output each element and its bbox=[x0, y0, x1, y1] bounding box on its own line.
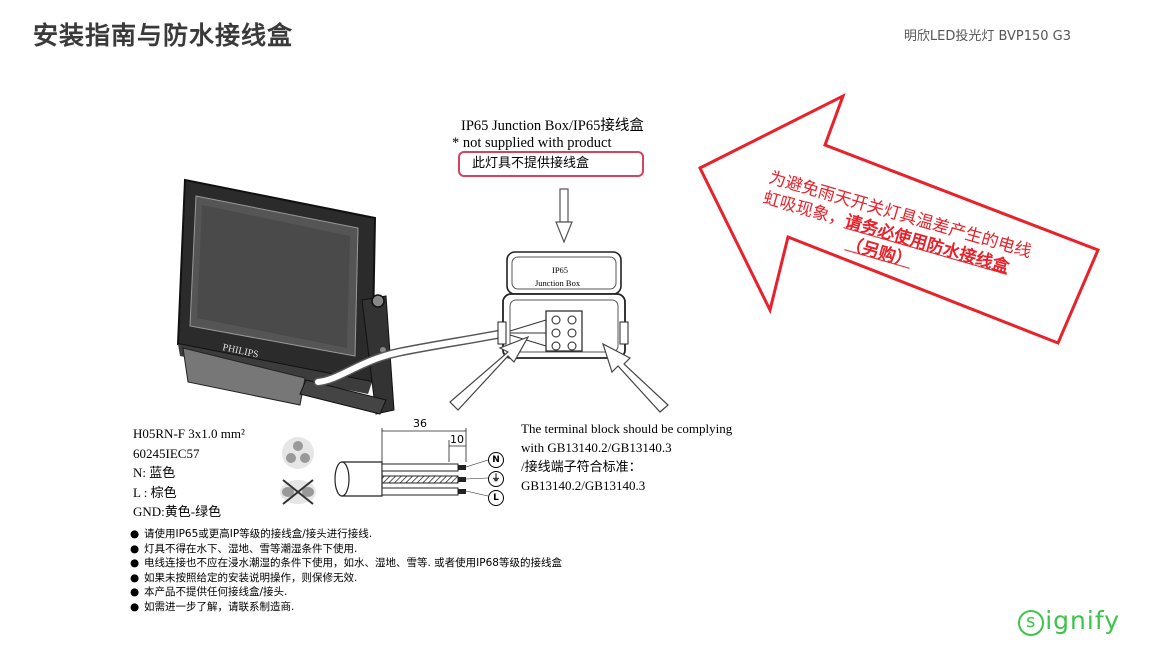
note-text: 请使用IP65或更高IP等级的接线盒/接头进行接线. bbox=[144, 528, 373, 540]
dimension-10: 10 bbox=[450, 433, 464, 446]
terminal-note: The terminal block should be complying w… bbox=[521, 419, 732, 495]
stripped-cable-drawing bbox=[334, 428, 489, 497]
terminal-note-line: The terminal block should be complying bbox=[521, 421, 733, 436]
terminal-note-line: with GB13140.2/GB13140.3 bbox=[521, 440, 672, 455]
cable-spec-line: 60245IEC57 bbox=[133, 445, 200, 461]
junction-box-note-en: * not supplied with product bbox=[452, 135, 612, 151]
terminal-ground-icon: ⏚ bbox=[488, 471, 504, 487]
note-text: 本产品不提供任何接线盒/接头. bbox=[144, 586, 288, 599]
terminal-n-icon: N bbox=[488, 452, 504, 468]
note-item: ● 电线连接也不应在浸水潮湿的条件下使用，如水、湿地、雪等. 或者使用IP68等级… bbox=[130, 556, 562, 571]
cable-spec-line: N: 蓝色 bbox=[133, 465, 176, 480]
note-item: ● 本产品不提供任何接线盒/接头. bbox=[130, 585, 562, 600]
dimension-36: 36 bbox=[413, 417, 427, 430]
cable-cross-section-ng bbox=[280, 479, 316, 505]
junction-box-label-ip: IP65 bbox=[552, 265, 569, 275]
cable-spec-line: GND:黄色-绿色 bbox=[133, 504, 222, 519]
note-text: 电线连接也不应在浸水潮湿的条件下使用，如水、湿地、雪等. 或者使用IP68等级的… bbox=[144, 557, 562, 570]
bullet-icon: ● bbox=[130, 528, 140, 540]
junction-box-note-cn: 此灯具不提供接线盒 bbox=[458, 151, 644, 177]
product-name: 明欣LED投光灯 BVP150 G3 bbox=[903, 29, 1071, 44]
junction-box-title: IP65 Junction Box/IP65接线盒 bbox=[461, 118, 644, 134]
bullet-icon: ● bbox=[130, 542, 140, 555]
note-text: 如需进一步了解，请联系制造商. bbox=[144, 600, 295, 613]
warning-arrow bbox=[697, 92, 1100, 345]
installation-notes: ● 请使用IP65或更高IP等级的接线盒/接头进行接线. ● 灯具不得在水下、湿地、… bbox=[130, 527, 562, 615]
junction-box-drawing bbox=[497, 251, 629, 359]
page-title: 安装指南与防水接线盒 bbox=[33, 21, 294, 50]
bullet-icon: ● bbox=[130, 571, 140, 584]
note-item: ● 灯具不得在水下、湿地、雪等潮湿条件下使用. bbox=[130, 542, 562, 557]
cable-spec-line: H05RN-F 3x1.0 mm² bbox=[133, 426, 245, 441]
cable-cross-section-ok bbox=[282, 437, 314, 469]
bullet-icon: ● bbox=[130, 557, 140, 570]
terminal-l-icon: L bbox=[488, 490, 504, 506]
note-item: ● 如果未按照给定的安装说明操作，则保修无效. bbox=[130, 571, 562, 586]
pointer-arrow-right bbox=[601, 342, 669, 413]
terminal-note-line: GB13140.2/GB13140.3 bbox=[521, 478, 646, 493]
junction-box-label-name: Junction Box bbox=[535, 278, 581, 288]
bullet-icon: ● bbox=[130, 586, 140, 599]
note-text: 灯具不得在水下、湿地、雪等潮湿条件下使用. bbox=[144, 542, 358, 555]
note-text: 如果未按照给定的安装说明操作，则保修无效. bbox=[144, 571, 358, 584]
pointer-arrow-left bbox=[449, 335, 530, 411]
floodlight-drawing: PHILIPS bbox=[176, 178, 395, 415]
signify-logo-text: ignify bbox=[1045, 606, 1120, 635]
note-item: ● 请使用IP65或更高IP等级的接线盒/接头进行接线. bbox=[130, 527, 562, 542]
terminal-note-line: /接线端子符合标准： bbox=[521, 459, 642, 474]
down-arrow bbox=[555, 188, 573, 244]
cable-spec: H05RN-F 3x1.0 mm² 60245IEC57 N: 蓝色 L : 棕… bbox=[133, 424, 245, 522]
bullet-icon: ● bbox=[130, 600, 140, 613]
cable-spec-line: L : 棕色 bbox=[133, 484, 177, 500]
signify-logo-icon: s bbox=[1018, 610, 1045, 636]
note-item: ● 如需进一步了解，请联系制造商. bbox=[130, 600, 562, 615]
